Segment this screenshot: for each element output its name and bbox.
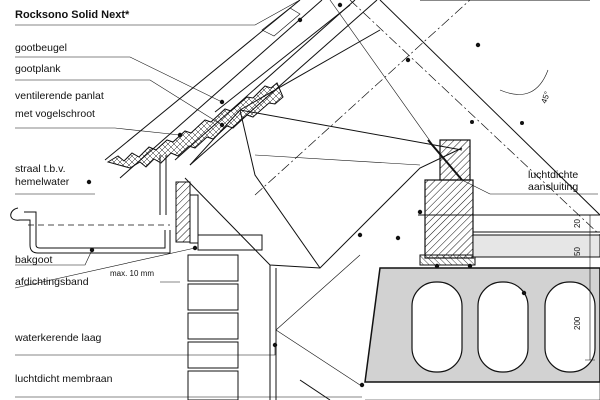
label-gootbeugel: gootbeugel xyxy=(15,42,67,54)
cavity-wall xyxy=(269,254,361,400)
leader-dots xyxy=(86,2,527,388)
label-waterkerende-laag: waterkerende laag xyxy=(14,332,102,344)
box-gutter xyxy=(10,207,171,254)
label-afdichtingsband: afdichtingsband xyxy=(15,276,89,288)
roof-tiles xyxy=(104,0,323,179)
label-luchtdichte-2: aansluiting xyxy=(528,181,578,193)
label-straal-2: hemelwater xyxy=(15,176,70,188)
dim-20: 20 xyxy=(573,219,582,228)
fascia-board xyxy=(159,155,263,251)
label-straal-1: straal t.b.v. xyxy=(15,163,66,175)
label-luchtdichte-1: luchtdichte xyxy=(528,169,578,181)
drawing-title: Rocksono Solid Next* xyxy=(15,9,130,21)
leader-lines xyxy=(14,0,598,398)
label-max-10mm: max. 10 mm xyxy=(110,269,154,278)
tile-profile xyxy=(106,82,284,169)
angle-label: 45° xyxy=(539,90,552,104)
wall-plate xyxy=(418,139,600,266)
dimension-bar: 20 50 200 xyxy=(573,214,595,361)
hollow-core-slab xyxy=(364,234,600,400)
dim-50: 50 xyxy=(573,247,582,256)
angle-dimension: 45° xyxy=(470,69,552,125)
roof-panel xyxy=(174,0,600,269)
label-vogelschroot: met vogelschroot xyxy=(15,108,95,120)
dim-200: 200 xyxy=(573,316,582,330)
label-bakgoot: bakgoot xyxy=(15,254,52,266)
brick-wall xyxy=(187,254,239,400)
label-gootplank: gootplank xyxy=(15,63,61,75)
label-luchtdicht-membraan: luchtdicht membraan xyxy=(15,373,113,385)
label-ventilerende-panlat: ventilerende panlat xyxy=(15,90,104,102)
